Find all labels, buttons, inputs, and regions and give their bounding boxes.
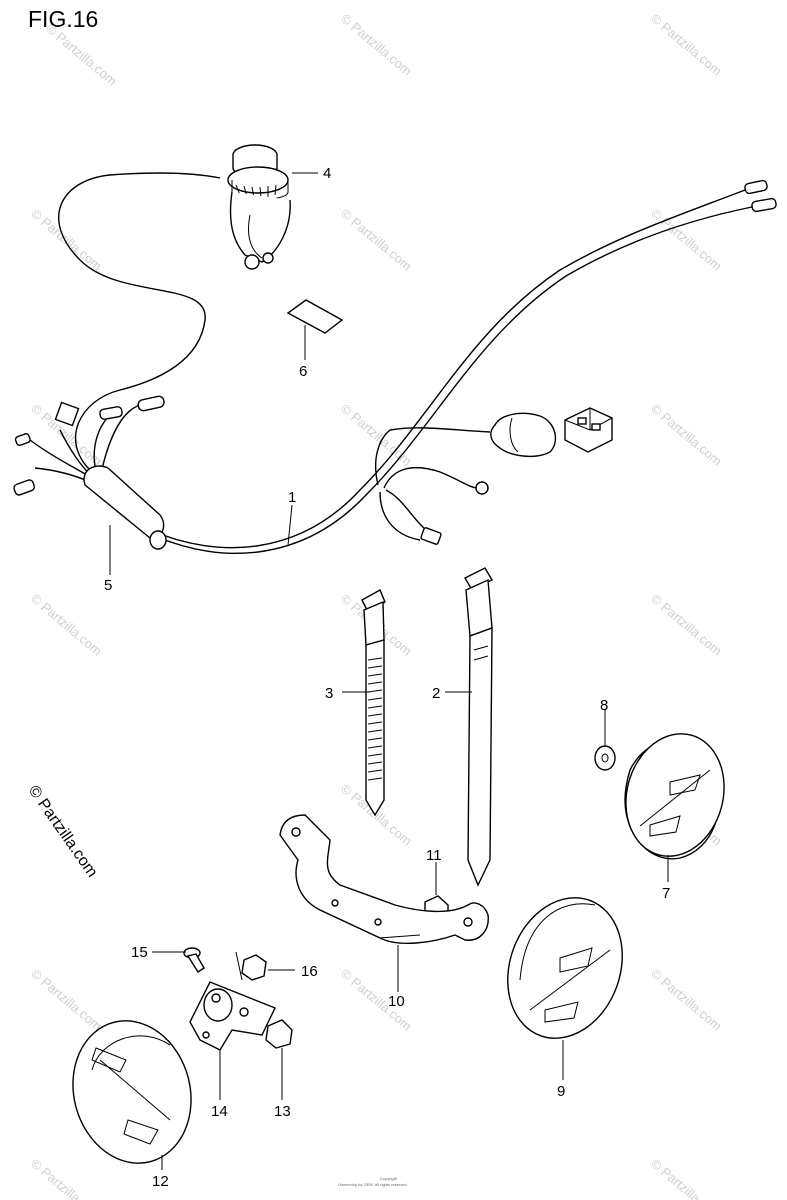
figure-title: FIG.16 [28,6,99,32]
bolt [183,947,205,973]
bracket [279,814,489,944]
watermark: © Partzilla.com [28,1156,105,1200]
callout-14: 14 [211,1103,228,1120]
callout-12: 12 [152,1173,169,1190]
side-copyright: © Partzilla.com [25,783,101,881]
band-short [361,589,386,817]
watermark: © Partzilla.com [28,591,105,659]
watermark: © Partzilla.com [338,11,415,79]
band-long [464,567,493,887]
watermark: © Partzilla.com [43,21,120,89]
callout-10: 10 [388,993,405,1010]
reflector-lower [507,897,623,1039]
watermark: © Partzilla.com [338,206,415,274]
callout-13: 13 [274,1103,291,1120]
watermark: © Partzilla.com [648,966,725,1034]
reflector-left [72,1020,192,1164]
callout-1: 1 [288,489,296,506]
watermark: © Partzilla.com [648,401,725,469]
nut-upper-small [235,951,267,981]
watermark: © Partzilla.com [648,591,725,659]
footer-line-2: Ownership by OEM. All rights reserved. [338,1182,408,1187]
watermark: © Partzilla.com [648,11,725,79]
reflector-upper [624,733,725,860]
callout-11: 11 [426,847,442,864]
watermark: © Partzilla.com [28,966,105,1034]
footer-line-1: Copyright [380,1176,398,1181]
kill-switch [227,144,291,270]
callout-8: 8 [600,697,608,714]
callout-9: 9 [557,1083,565,1100]
watermark: © Partzilla.com [28,206,105,274]
washer [594,745,616,771]
callout-3: 3 [325,685,333,702]
callout-6: 6 [299,363,307,380]
callouts: 1 2 3 4 5 6 7 8 9 10 11 12 13 14 15 16 [104,165,670,1190]
callout-7: 7 [662,885,670,902]
callout-15: 15 [131,944,148,961]
reflector-bracket [189,981,276,1051]
callout-2: 2 [432,685,440,702]
leader-lines [109,172,669,1170]
callout-4: 4 [323,165,331,182]
label-sticker [286,299,344,334]
watermark: © Partzilla.com [648,1156,725,1200]
nut-lower [265,1019,293,1049]
wiring-harness [13,144,777,555]
callout-5: 5 [104,577,112,594]
callout-16: 16 [301,963,318,980]
